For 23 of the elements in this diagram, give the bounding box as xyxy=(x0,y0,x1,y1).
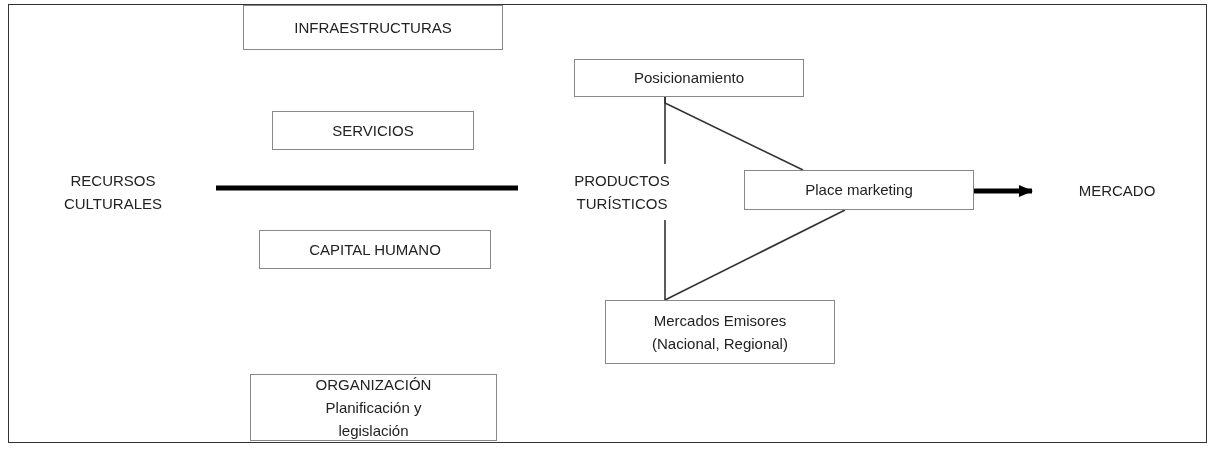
text-box xyxy=(744,170,974,210)
box-heading: ORGANIZACIÓN xyxy=(315,374,432,395)
node-text: RECURSOS CULTURALES xyxy=(62,170,164,214)
text-box xyxy=(605,300,835,364)
text-box xyxy=(272,111,474,150)
node-text: Place marketing xyxy=(805,180,913,201)
arrow xyxy=(974,185,1033,197)
text-box xyxy=(243,5,503,50)
connector-line xyxy=(216,185,518,191)
node-text: CAPITAL HUMANO xyxy=(309,239,441,260)
connector-line xyxy=(664,219,666,301)
node-text: Mercados Emisores (Nacional, Regional) xyxy=(651,310,789,354)
connector-line xyxy=(664,96,804,171)
text-box xyxy=(574,59,804,97)
node-text: MERCADO xyxy=(1078,181,1156,202)
connector-line xyxy=(664,209,846,301)
node-text: Posicionamiento xyxy=(633,68,745,89)
text-box xyxy=(250,374,497,441)
node-text: INFRAESTRUCTURAS xyxy=(294,17,452,38)
node-text: PRODUCTOS TURÍSTICOS xyxy=(573,170,671,214)
text-box xyxy=(259,230,491,269)
node-text: Planificación y legislación xyxy=(324,397,423,442)
node-text: SERVICIOS xyxy=(332,120,414,141)
